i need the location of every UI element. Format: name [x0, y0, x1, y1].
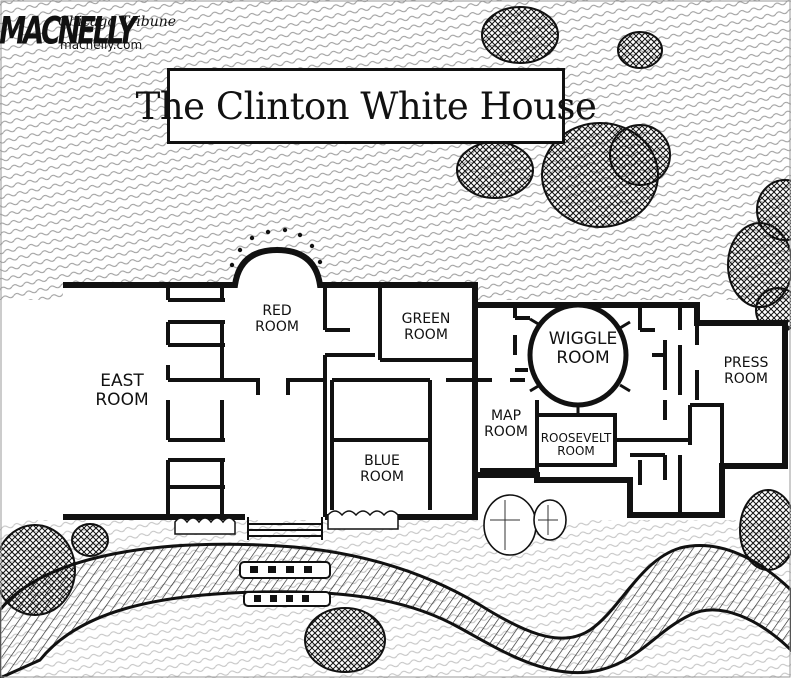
shrubs — [483, 494, 567, 556]
newspaper-credit: Chicago Tribune — [58, 14, 177, 30]
blue-room-label: BLUE ROOM — [360, 453, 404, 485]
green-room-line-1: GREEN — [401, 311, 451, 327]
hedges — [174, 510, 399, 535]
wiggle-room-doors — [529, 317, 631, 417]
press-room-line-1: PRESS — [723, 355, 769, 371]
map-room-label: MAP ROOM — [484, 408, 528, 440]
east-room-line-2: ROOM — [95, 390, 149, 410]
east-room-line-1: EAST — [100, 371, 144, 391]
driveway — [0, 542, 791, 678]
outer-walls — [63, 246, 788, 520]
title-box: The Clinton White House — [136, 68, 597, 144]
east-room-label: EAST ROOM — [95, 372, 148, 410]
dome-dots — [229, 227, 323, 268]
blue-room-line-2: ROOM — [360, 469, 404, 485]
wiggle-room-line-2: ROOM — [556, 348, 610, 368]
press-room-line-2: ROOM — [724, 371, 768, 387]
green-room-line-2: ROOM — [404, 327, 448, 343]
website-credit: macnelly.com — [60, 38, 143, 52]
press-room-label: PRESS ROOM — [724, 355, 769, 387]
red-room-line-2: ROOM — [255, 319, 299, 335]
roosevelt-room-label: ROOSEVELT ROOM — [541, 432, 612, 458]
roosevelt-room-line-1: ROOSEVELT — [540, 431, 612, 445]
blue-room-line-1: BLUE — [364, 453, 400, 469]
map-room-line-2: ROOM — [484, 424, 528, 440]
roosevelt-room-line-2: ROOM — [557, 444, 595, 458]
red-room-label: RED ROOM — [255, 303, 299, 335]
wiggle-room-line-1: WIGGLE — [548, 329, 618, 349]
motorcade — [239, 561, 331, 607]
map-room-line-1: MAP — [490, 408, 522, 424]
red-room-line-1: RED — [262, 303, 292, 319]
cartoon-title: The Clinton White House — [135, 84, 597, 128]
interior-walls — [166, 285, 724, 517]
trees — [0, 6, 791, 616]
wiggle-room-label: WIGGLE ROOM — [549, 330, 617, 368]
green-room-label: GREEN ROOM — [402, 311, 451, 343]
south-lawn-tree — [304, 607, 386, 673]
portico-steps — [247, 517, 323, 540]
